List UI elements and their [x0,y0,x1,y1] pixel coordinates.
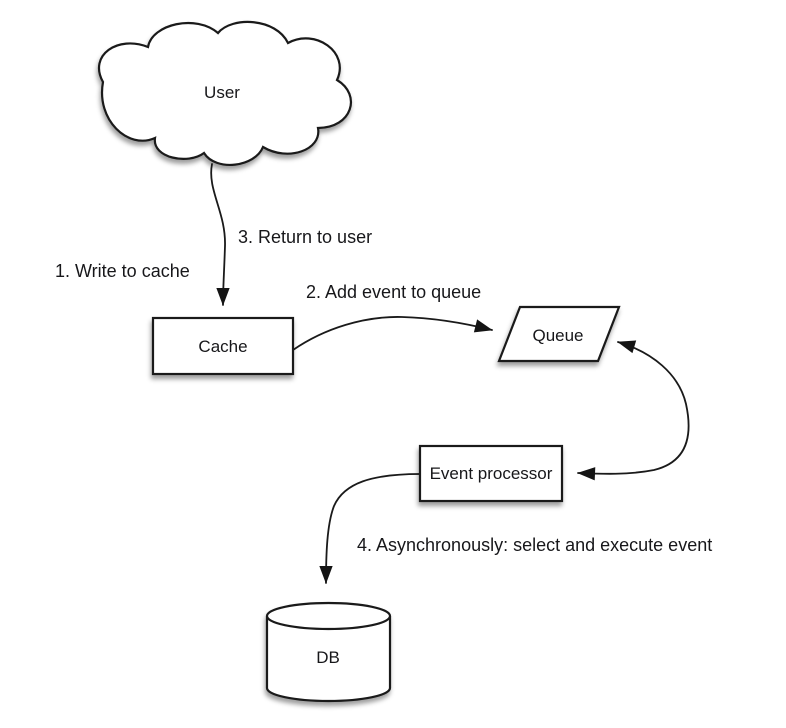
arrow-cache-to-queue [292,316,493,351]
edge-label-write-to-cache: 1. Write to cache [55,261,190,281]
db-node: DB [265,601,392,703]
event-processor-rectangle [418,444,564,503]
event-processor-node: Event processor [418,444,564,503]
queue-node: Queue [497,305,621,363]
user-label: User [204,83,240,102]
user-node: User [97,20,352,166]
edge-label-add-event-to-queue: 2. Add event to queue [306,282,481,302]
queue-parallelogram [497,305,621,363]
event-processor-label: Event processor [430,464,553,483]
db-cylinder-top [265,601,392,631]
cache-label: Cache [198,337,247,356]
db-label: DB [316,648,340,667]
cloud-shape [97,20,352,166]
arrow-user-to-cache [210,163,230,306]
db-cylinder-body [265,616,392,703]
queue-label: Queue [532,326,583,345]
cache-node: Cache [151,316,295,376]
edge-label-return-to-user: 3. Return to user [238,227,372,247]
edge-label-async-select-execute: 4. Asynchronously: select and execute ev… [357,535,712,555]
arrow-queue-event-processor [577,340,690,481]
arrow-processor-to-db [319,473,421,584]
cache-rectangle [151,316,295,376]
